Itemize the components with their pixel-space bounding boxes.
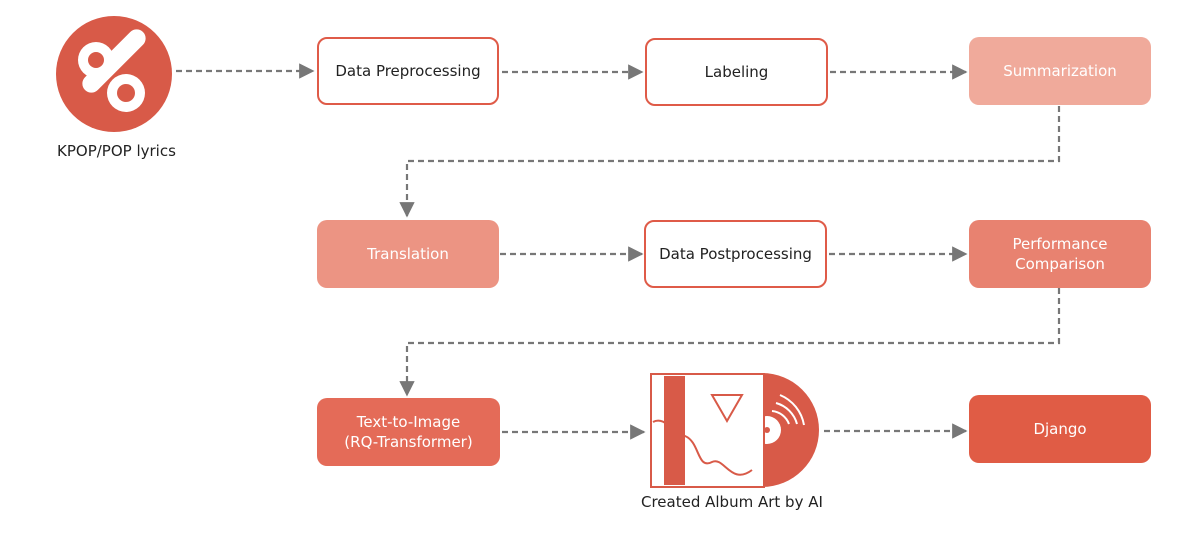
step-data-preprocessing: Data Preprocessing — [317, 37, 499, 105]
step-text-to-image: Text-to-Image (RQ-Transformer) — [317, 398, 500, 466]
step-performance-comparison: Performance Comparison — [969, 220, 1151, 288]
arrow-comparison-to-text-to-image — [399, 288, 1061, 397]
step-django: Django — [969, 395, 1151, 463]
album-art-vinyl-icon — [650, 373, 819, 488]
step-labeling: Labeling — [645, 38, 828, 106]
step-summarization: Summarization — [969, 37, 1151, 105]
arrow-summarization-to-translation — [399, 106, 1061, 218]
album-caption: Created Album Art by AI — [641, 493, 823, 511]
step-translation: Translation — [317, 220, 499, 288]
source-caption: KPOP/POP lyrics — [57, 142, 176, 160]
kpop-pop-logo-icon — [56, 16, 172, 132]
step-data-postprocessing: Data Postprocessing — [644, 220, 827, 288]
